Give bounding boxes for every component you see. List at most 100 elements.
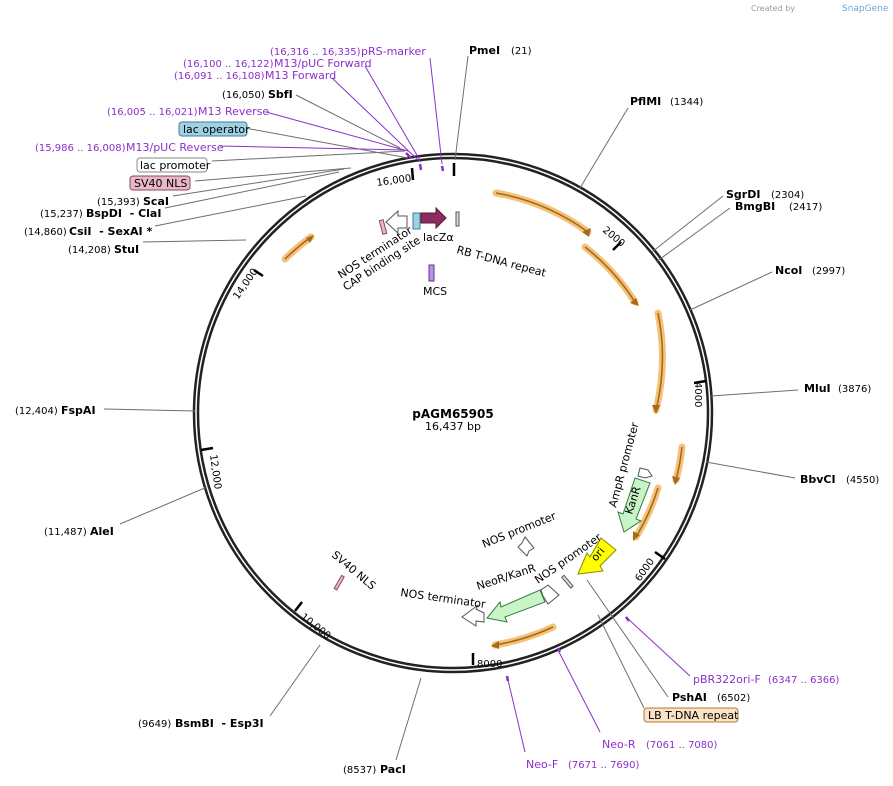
neor-kanr-arrow <box>486 589 546 623</box>
primer-neo-f[interactable]: Neo-F (7671 .. 7690) <box>526 758 640 771</box>
site-pmei[interactable]: PmeI (21) <box>469 44 532 57</box>
primer-name: Neo-F <box>526 758 558 771</box>
nos-terminator-arrow <box>461 604 485 627</box>
credit-prefix: Created by <box>751 4 795 13</box>
site-name: BsmBI - Esp3I <box>175 717 264 730</box>
site-ncoi[interactable]: NcoI (2997) <box>775 264 845 277</box>
box <box>136 157 208 173</box>
primer-name: Neo-R <box>602 738 636 751</box>
primer-m13-puc-forward[interactable]: (16,100 .. 16,122) M13/pUC Forward <box>183 57 372 70</box>
backbone-outer <box>192 152 714 674</box>
primer-name: pRS-marker <box>361 45 426 58</box>
primer-range: (16,005 .. 16,021) <box>107 107 198 118</box>
site-name: ScaI <box>143 195 169 208</box>
label-nos-promoter-1: NOS promoter <box>480 509 558 551</box>
primer-labels: (16,316 .. 16,335) pRS-marker (16,100 ..… <box>35 45 840 771</box>
site-name: PflMI <box>630 95 661 108</box>
tick-6000 <box>654 550 666 561</box>
site-pos: (2417) <box>789 202 822 213</box>
primer-mark-m13-puc-forward <box>418 163 423 171</box>
primer-name: M13/pUC Forward <box>274 57 372 70</box>
primer-range: (7061 .. 7080) <box>646 740 718 751</box>
nos-promoter-2-arrow <box>540 584 560 605</box>
primer-m13-forward[interactable]: (16,091 .. 16,108) M13 Forward <box>174 69 336 82</box>
site-pos: (16,050) <box>222 90 265 101</box>
primer-range: (15,986 .. 16,008) <box>35 143 126 154</box>
site-bmgbi[interactable]: BmgBI (2417) <box>735 200 822 213</box>
snapgene-credit: Created by SnapGene <box>751 4 889 14</box>
site-name: PacI <box>380 763 406 776</box>
site-scai[interactable]: (15,393) ScaI <box>97 195 169 208</box>
site-pos: (11,487) <box>44 527 87 538</box>
site-pos: (21) <box>511 46 532 57</box>
site-name: BbvCI <box>800 473 836 486</box>
tick-label-8000: 8000 <box>477 659 502 670</box>
primer-range: (16,100 .. 16,122) <box>183 59 274 70</box>
site-stui[interactable]: (14,208) StuI <box>68 243 139 256</box>
boxed-lac-promoter[interactable]: lac promoter <box>136 157 211 173</box>
site-name: SgrDI <box>726 188 760 201</box>
site-name: BmgBI <box>735 200 775 213</box>
tick-label-2000: 2000 <box>600 225 627 250</box>
site-pos: (3876) <box>838 384 871 395</box>
site-csii-sexai[interactable]: (14,860) CsiI - SexAI * <box>24 225 152 238</box>
boxed-lac-operator[interactable]: lac operator <box>178 121 250 137</box>
box <box>178 121 248 137</box>
site-pos: (6502) <box>717 693 750 704</box>
boxed-lb-t-dna-repeat[interactable]: LB T-DNA repeat <box>643 707 739 723</box>
tick-16000 <box>410 167 415 181</box>
primer-mark-m13-reverse <box>405 152 412 159</box>
primer-name: M13 Reverse <box>198 105 269 118</box>
site-paci[interactable]: (8537) PacI <box>343 763 406 776</box>
top-features: lacZα RB T-DNA repeat NOS terminator CAP… <box>336 206 548 298</box>
primer-neo-r[interactable]: Neo-R (7061 .. 7080) <box>602 738 718 751</box>
label-mcs: MCS <box>423 285 447 298</box>
primer-prs-marker[interactable]: (16,316 .. 16,335) pRS-marker <box>270 45 426 58</box>
label-rb-repeat: RB T-DNA repeat <box>455 243 548 280</box>
site-sgrdi[interactable]: SgrDI (2304) <box>726 188 804 201</box>
primer-m13-reverse[interactable]: (16,005 .. 16,021) M13 Reverse <box>107 105 269 118</box>
primer-range: (6347 .. 6366) <box>768 675 840 686</box>
site-sbfi[interactable]: (16,050) SbfI <box>222 88 293 101</box>
tick-label-4000: 4000 <box>692 382 703 407</box>
site-pflmi[interactable]: PflMI (1344) <box>630 95 703 108</box>
site-pos: (15,237) <box>40 209 83 220</box>
orange-feature-arcs <box>281 189 686 649</box>
lac-operator-mark <box>412 212 421 230</box>
site-fspai[interactable]: (12,404) FspAI <box>15 404 96 417</box>
kanr-arrow <box>617 477 651 533</box>
boxed-feature-labels: lac operator lac promoter SV40 NLS LB T-… <box>129 121 739 723</box>
site-pos: (1344) <box>670 97 703 108</box>
sv40-nls-mark <box>333 574 345 591</box>
backbone-inner <box>196 156 710 670</box>
site-name: StuI <box>114 243 139 256</box>
site-name: PmeI <box>469 44 500 57</box>
site-pshai[interactable]: PshAI (6502) <box>672 691 750 704</box>
box-label: lac operator <box>183 123 250 136</box>
box-label: lac promoter <box>140 159 211 172</box>
lb-repeat-mark <box>561 574 574 589</box>
boxed-sv40-nls[interactable]: SV40 NLS <box>129 175 191 191</box>
site-pos: (14,208) <box>68 245 111 256</box>
primer-name: pBR322ori-F <box>693 673 761 686</box>
site-alei[interactable]: (11,487) AleI <box>44 525 114 538</box>
tick-label-16000: 16,000 <box>376 173 412 189</box>
site-bspdi-clai[interactable]: (15,237) BspDI - ClaI <box>40 207 161 220</box>
label-nos-terminator-bottom: NOS terminator <box>400 586 487 611</box>
tick-label-10000: 10,000 <box>298 612 332 642</box>
site-pos: (9649) <box>138 719 171 730</box>
site-bsmbi-esp3i[interactable]: (9649) BsmBI - Esp3I <box>138 717 264 730</box>
site-name: BspDI - ClaI <box>86 207 161 220</box>
rb-repeat-mark <box>455 211 460 227</box>
label-neor-kanr: NeoR/KanR <box>475 561 538 592</box>
primer-pbr322ori-f[interactable]: pBR322ori-F (6347 .. 6366) <box>693 673 840 686</box>
site-pos: (4550) <box>846 475 879 486</box>
primer-range: (16,316 .. 16,335) <box>270 47 361 58</box>
bottom-features: NOS promoter NOS promoter NeoR/KanR NOS … <box>329 509 604 627</box>
box-label: LB T-DNA repeat <box>648 709 739 722</box>
leader-lines <box>103 55 799 761</box>
site-bbvci[interactable]: BbvCI (4550) <box>800 473 879 486</box>
site-mlui[interactable]: MluI (3876) <box>804 382 871 395</box>
primer-m13-puc-reverse[interactable]: (15,986 .. 16,008) M13/pUC Reverse <box>35 141 224 154</box>
